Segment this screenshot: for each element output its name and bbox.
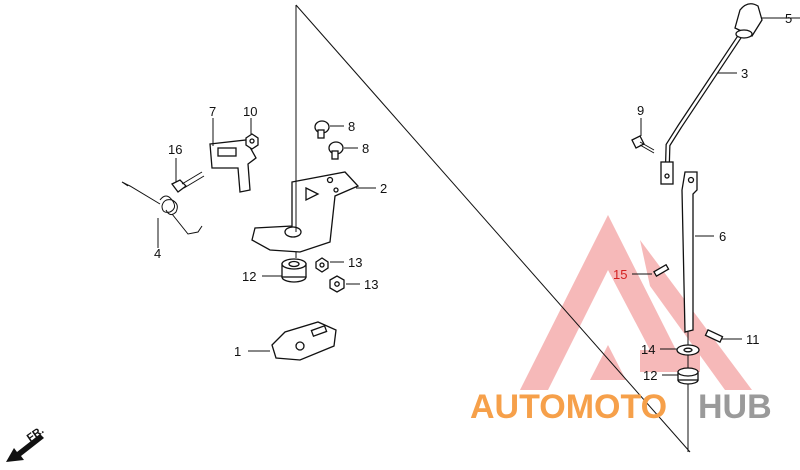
callout-13a: 13	[348, 255, 362, 270]
part-11-pin	[704, 329, 742, 343]
part-8-bolt-a	[314, 120, 344, 139]
part-15-pin	[632, 263, 670, 277]
part-1-link	[248, 321, 337, 361]
frame-lines	[295, 4, 691, 453]
callout-4: 4	[154, 246, 161, 261]
callout-16: 16	[168, 142, 182, 157]
callout-9: 9	[637, 103, 644, 118]
part-6-arm	[681, 171, 714, 452]
part-8-bolt-b	[328, 141, 358, 160]
callout-11: 11	[746, 332, 760, 347]
part-14-washer	[660, 344, 700, 356]
part-5-knob	[734, 3, 800, 39]
part-13-nut-a	[315, 257, 344, 273]
watermark-text-primary: AUTOMOTO	[470, 388, 667, 426]
watermark-logo	[520, 215, 752, 390]
callout-15: 15	[613, 267, 627, 282]
callout-12b: 12	[643, 368, 657, 383]
callout-8a: 8	[348, 119, 355, 134]
part-13-nut-b	[329, 275, 360, 293]
callout-10: 10	[243, 104, 257, 119]
callout-1: 1	[234, 344, 241, 359]
callout-3: 3	[741, 66, 748, 81]
part-7-bracket	[209, 118, 257, 193]
callout-5: 5	[785, 11, 792, 26]
watermark-text-secondary: HUB	[698, 388, 772, 426]
part-3-rod	[660, 33, 743, 185]
direction-arrow	[6, 434, 44, 462]
callout-12a: 12	[242, 269, 256, 284]
part-16-bolt	[171, 158, 205, 193]
callout-6: 6	[719, 229, 726, 244]
callout-14: 14	[641, 342, 655, 357]
callout-2: 2	[380, 181, 387, 196]
callout-7: 7	[209, 104, 216, 119]
part-12-grommet-b	[662, 367, 699, 385]
part-10-nut	[245, 118, 259, 150]
part-12-grommet-a	[262, 258, 307, 283]
part-9-bolt	[631, 118, 655, 154]
part-2-bracket	[251, 160, 376, 253]
callout-8b: 8	[362, 141, 369, 156]
part-4-spring	[121, 181, 203, 248]
direction-label: FR.	[25, 424, 46, 444]
callout-13b: 13	[364, 277, 378, 292]
